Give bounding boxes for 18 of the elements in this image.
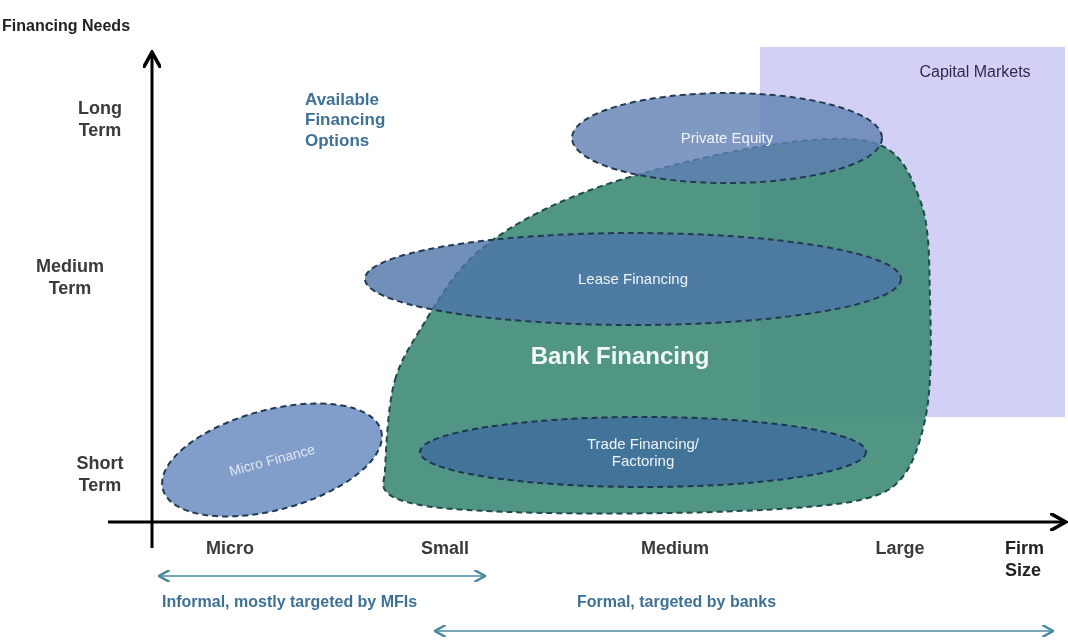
region-label: Trade Financing/ Factoring <box>586 434 700 470</box>
axis-title: Financing Needs <box>2 16 132 36</box>
axis-tick-label: Long Term <box>77 98 123 142</box>
annotation-text: Available Financing Options <box>305 90 387 152</box>
region-label: Private Equity <box>679 129 775 147</box>
region-label: Capital Markets <box>918 62 1032 82</box>
axis-tick-label: Micro <box>205 538 255 560</box>
region-label: Bank Financing <box>529 342 711 370</box>
axis-tick-label: Large <box>874 538 926 560</box>
axis-tick-label: Medium Term <box>35 256 105 300</box>
axis-tick-label: Short Term <box>75 453 125 497</box>
axis-tick-label: Small <box>420 538 470 560</box>
region-label: Micro Finance <box>226 439 318 482</box>
range-label: Informal, mostly targeted by MFIs <box>162 592 419 612</box>
region-label: Lease Financing <box>576 270 690 288</box>
axis-title: Firm Size <box>1005 538 1045 582</box>
range-label: Formal, targeted by banks <box>577 592 778 612</box>
axis-tick-label: Medium <box>640 538 710 560</box>
